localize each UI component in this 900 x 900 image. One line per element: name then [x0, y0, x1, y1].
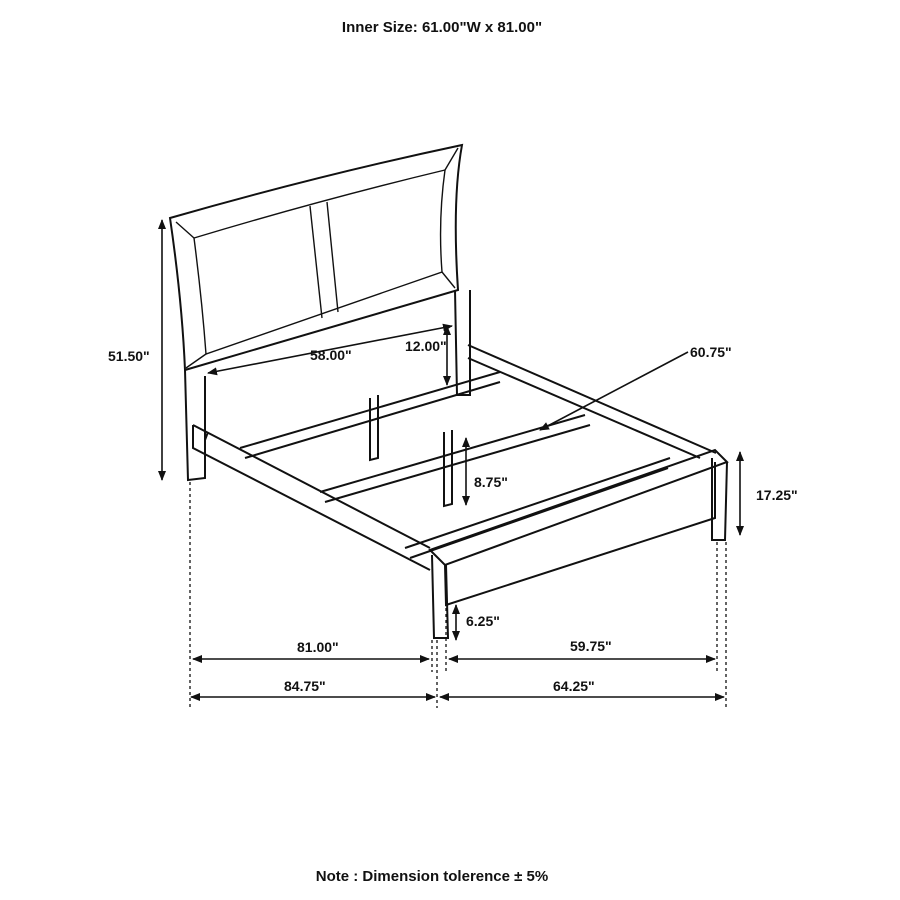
- slats: [239, 371, 671, 559]
- side-rails: [192, 344, 717, 571]
- footboard: [428, 448, 729, 639]
- dimension-lines: [158, 219, 744, 708]
- overall-length-label: 84.75": [284, 678, 326, 694]
- footboard-height-label: 17.25": [756, 487, 798, 503]
- rail-clearance-label: 8.75": [474, 474, 508, 490]
- overall-height-label: 51.50": [108, 348, 150, 364]
- bed-drawing: [168, 143, 729, 639]
- headboard-width-label: 58.00": [310, 347, 352, 363]
- inner-size-title: Inner Size: 61.00"W x 81.00": [342, 19, 542, 36]
- tolerance-note: Note : Dimension tolerence ± 5%: [316, 868, 548, 885]
- headboard: [168, 143, 471, 482]
- inner-length-label: 81.00": [297, 639, 339, 655]
- footboard-clearance-label: 6.25": [466, 613, 500, 629]
- headboard-clearance-label: 12.00": [405, 338, 447, 354]
- inner-width-label: 59.75": [570, 638, 612, 654]
- overall-width-label: 64.25": [553, 678, 595, 694]
- slat-length-label: 60.75": [690, 344, 732, 360]
